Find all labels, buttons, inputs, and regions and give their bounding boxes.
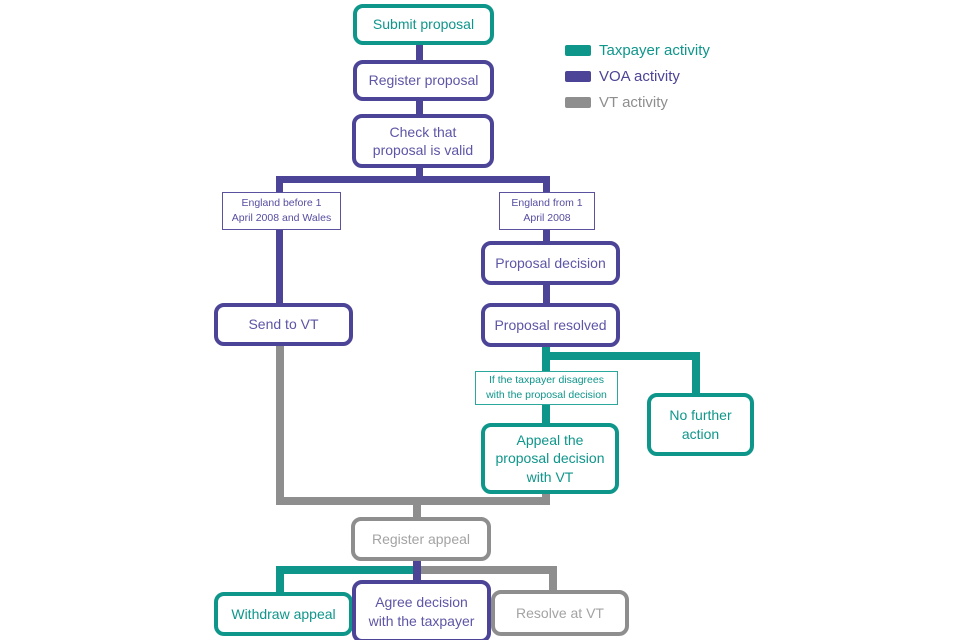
connector-decision-to-resolved xyxy=(543,272,550,308)
split-left-horizontal-line xyxy=(276,566,421,574)
condition-england-from-2008: England from 1 April 2008 xyxy=(499,192,595,230)
connector-merge-to-registerappeal xyxy=(413,500,421,520)
node-proposal-decision: Proposal decision xyxy=(481,241,620,285)
taxpayer-legend-swatch-icon xyxy=(565,44,591,56)
legend-item-taxpayer: Taxpayer activity xyxy=(565,41,710,59)
connector-register-to-check xyxy=(416,87,423,119)
branch-horizontal-line xyxy=(276,176,550,183)
condition-taxpayer-disagrees: If the taxpayer disagrees with the propo… xyxy=(475,371,618,405)
node-no-further-action: No further action xyxy=(647,393,754,456)
branch-left-drop-line xyxy=(276,176,283,308)
legend-item-vt: VT activity xyxy=(565,93,668,111)
legend-label-voa: VOA activity xyxy=(599,67,680,85)
node-register-proposal: Register proposal xyxy=(353,60,494,101)
node-submit-proposal: Submit proposal xyxy=(353,4,494,45)
connector-registerappeal-to-agree xyxy=(413,550,421,583)
connector-to-withdraw xyxy=(276,566,284,596)
vt-legend-swatch-icon xyxy=(565,96,591,108)
node-withdraw-appeal: Withdraw appeal xyxy=(214,592,353,636)
connector-to-nofurther xyxy=(692,352,700,397)
legend-label-taxpayer: Taxpayer activity xyxy=(599,41,710,59)
split-right-horizontal-line xyxy=(417,566,557,574)
node-check-valid: Check that proposal is valid xyxy=(352,114,494,168)
node-resolve-at-vt: Resolve at VT xyxy=(491,590,629,636)
legend-item-voa: VOA activity xyxy=(565,67,680,85)
node-proposal-resolved: Proposal resolved xyxy=(481,303,620,347)
condition-england-before-2008: England before 1 April 2008 and Wales xyxy=(222,192,341,230)
connector-check-to-branch xyxy=(416,155,423,181)
node-appeal-with-vt: Appeal the proposal decision with VT xyxy=(481,423,619,494)
connector-sendvt-down xyxy=(276,334,284,505)
node-send-to-vt: Send to VT xyxy=(214,303,353,346)
connector-submit-to-register xyxy=(416,30,423,65)
legend-label-vt: VT activity xyxy=(599,93,668,111)
connector-to-resolve xyxy=(549,566,557,594)
branch-nofurther-horizontal-line xyxy=(542,352,700,360)
node-register-appeal: Register appeal xyxy=(351,517,491,561)
node-agree-decision: Agree decision with the taxpayer xyxy=(352,580,491,640)
voa-legend-swatch-icon xyxy=(565,70,591,82)
